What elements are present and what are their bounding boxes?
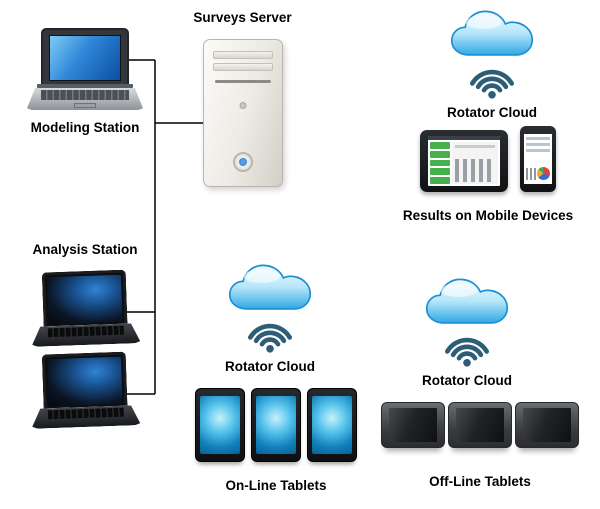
landscape-tablet-icon — [381, 402, 445, 448]
server-drive-bay — [212, 51, 273, 59]
rotator-cloud-label: Rotator Cloud — [225, 359, 315, 374]
phone-text-line — [526, 143, 550, 146]
offline-tablets-label: Off-Line Tablets — [429, 474, 531, 489]
analysis-laptop-1-icon — [30, 269, 141, 347]
surveys-server-node: Surveys Server — [170, 10, 315, 187]
wifi-signal-icon — [470, 69, 514, 99]
rotator-cloud-right-node: Rotator Cloud — [407, 276, 527, 388]
server-drive-bay — [212, 63, 273, 71]
offline-tablets-node: Off-Line Tablets — [374, 402, 586, 489]
screen-body — [428, 140, 500, 186]
tablet-screen — [312, 396, 352, 454]
modeling-station-label: Modeling Station — [30, 120, 140, 135]
chart-area — [452, 142, 498, 184]
mobile-devices-row — [420, 126, 556, 192]
smartphone-icon — [520, 126, 556, 192]
tablet-screen — [256, 396, 296, 454]
bar-chart — [455, 158, 495, 182]
server-tower-icon — [202, 39, 283, 187]
cloud-icon — [228, 264, 312, 310]
online-tablets-row — [195, 388, 357, 462]
analysis-station-label: Analysis Station — [32, 242, 138, 257]
wifi-signal-icon — [445, 337, 489, 367]
wifi-signal-icon — [248, 323, 292, 353]
phone-bar-chart — [526, 168, 538, 180]
phone-text-line — [526, 137, 550, 140]
analysis-station-node: Analysis Station — [10, 242, 160, 427]
cloud-icon — [450, 10, 534, 56]
laptop-screen — [41, 351, 128, 409]
chart-title-line — [455, 145, 495, 148]
laptop-display — [49, 35, 121, 81]
analysis-laptop-2-icon — [30, 351, 141, 429]
dashboard-tablet-icon — [420, 130, 508, 192]
phone-screen — [524, 134, 552, 184]
tablet-screen — [456, 408, 504, 442]
surveys-server-label: Surveys Server — [193, 10, 292, 25]
landscape-tablet-icon — [448, 402, 512, 448]
phone-pie-chart — [537, 167, 550, 180]
laptop-hinge — [37, 84, 133, 88]
laptop-keys — [48, 408, 124, 420]
offline-tablets-row — [381, 402, 579, 448]
cloud-icon — [425, 278, 509, 324]
rotator-cloud-label: Rotator Cloud — [422, 373, 512, 388]
laptop-touchpad — [74, 103, 96, 108]
laptop-screen — [41, 28, 129, 84]
tablet-screen — [389, 408, 437, 442]
tablet-screen — [523, 408, 571, 442]
results-mobile-label: Results on Mobile Devices — [402, 208, 574, 223]
netbook-laptop-icon — [27, 28, 143, 110]
laptop-keyboard-base — [32, 323, 141, 347]
portrait-tablet-icon — [195, 388, 245, 462]
online-tablets-label: On-Line Tablets — [225, 478, 327, 493]
laptop-keys — [48, 326, 124, 338]
tablet-screen — [428, 136, 500, 186]
online-tablets-node: On-Line Tablets — [186, 388, 366, 493]
laptop-keys — [41, 90, 129, 100]
rotator-cloud-top-node: Rotator Cloud — [432, 8, 552, 120]
tablet-screen — [200, 396, 240, 454]
modeling-station-node: Modeling Station — [10, 28, 160, 135]
landscape-tablet-icon — [515, 402, 579, 448]
laptop-keyboard-base — [32, 405, 141, 429]
laptop-screen — [41, 269, 128, 327]
results-mobile-node: Results on Mobile Devices — [388, 126, 588, 223]
server-power-button — [232, 152, 253, 172]
portrait-tablet-icon — [307, 388, 357, 462]
rotator-cloud-label: Rotator Cloud — [447, 105, 537, 120]
screen-header-bar — [428, 136, 500, 140]
server-disc-slot — [214, 80, 271, 83]
green-list — [430, 142, 451, 184]
rotator-cloud-center-node: Rotator Cloud — [210, 262, 330, 374]
server-indicator — [239, 102, 246, 109]
laptop-keyboard-base — [27, 88, 143, 110]
phone-text-line — [526, 149, 550, 152]
portrait-tablet-icon — [251, 388, 301, 462]
